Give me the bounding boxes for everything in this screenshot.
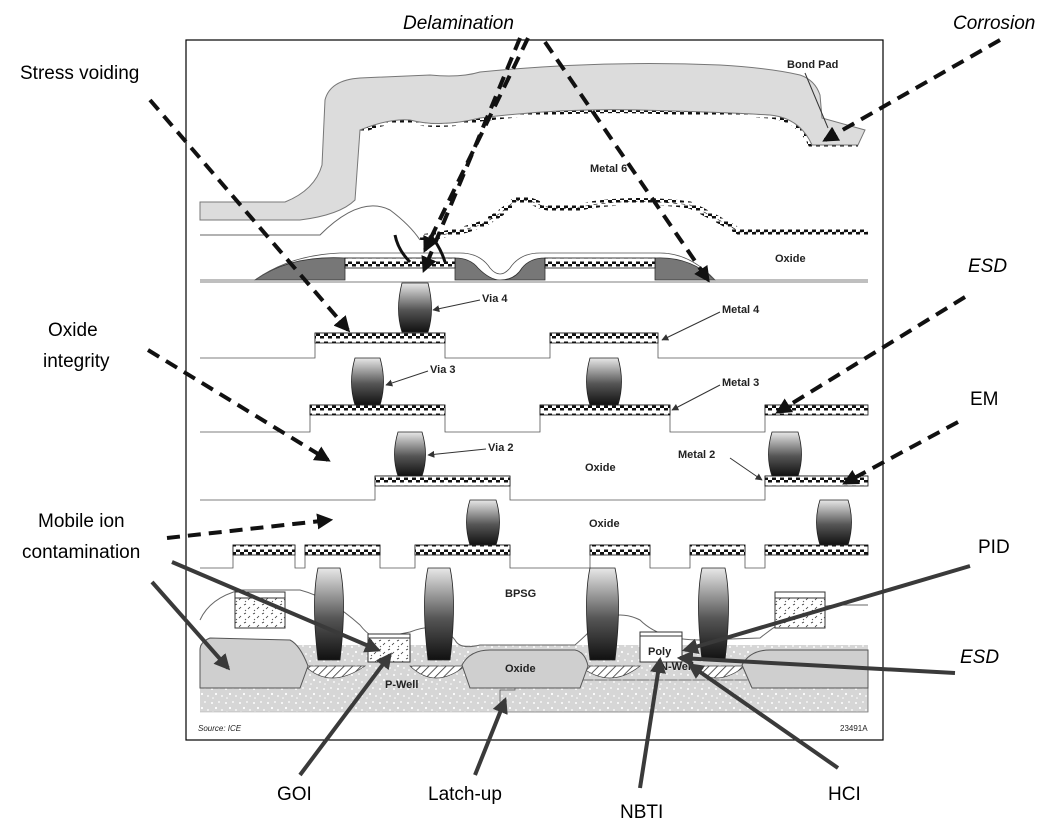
esd-bottom-label: ESD xyxy=(960,647,999,668)
metal3-pointer xyxy=(671,384,721,411)
stress-voiding-arrow xyxy=(148,98,351,333)
pid-arrow xyxy=(681,564,971,655)
oxide-low-label: Oxide xyxy=(589,518,620,530)
corrosion-label: Corrosion xyxy=(953,13,1035,34)
bond-pad-layer xyxy=(199,63,866,221)
hci-label: HCI xyxy=(828,784,861,805)
via2-label: Via 2 xyxy=(488,442,514,454)
corrosion-arrow xyxy=(822,38,1001,142)
oxide-integrity-label-2: integrity xyxy=(43,351,110,372)
bond-pad-label: Bond Pad xyxy=(787,59,838,71)
delamination-label: Delamination xyxy=(403,13,514,34)
esd-top-arrow xyxy=(775,295,967,414)
via2-pointer xyxy=(427,448,487,458)
metal2-label: Metal 2 xyxy=(678,449,715,461)
delamination-arrow-3 xyxy=(543,40,710,283)
contamination-arrow-2 xyxy=(150,580,231,671)
metal4-pointer xyxy=(661,311,721,341)
mobile-ion-label-1: Mobile ion xyxy=(38,511,125,532)
p-well-label: P-Well xyxy=(385,679,418,691)
vias xyxy=(314,282,852,661)
metal4-layer xyxy=(200,332,868,359)
bpsg-label: BPSG xyxy=(505,588,536,600)
oxide-mid-label: Oxide xyxy=(585,462,616,474)
via4-pointer xyxy=(432,299,481,313)
via4-label: Via 4 xyxy=(482,293,508,305)
em-label: EM xyxy=(970,389,999,410)
mobile-ion-arrow xyxy=(166,513,334,540)
bond-pad-pointer xyxy=(804,72,829,129)
hci-arrow xyxy=(687,663,840,770)
oxide-integrity-arrow xyxy=(146,348,331,462)
dashed-arrows xyxy=(146,37,1001,540)
oxide-fox-label: Oxide xyxy=(505,663,536,675)
metal5-layer xyxy=(200,252,868,283)
pid-label: PID xyxy=(978,537,1010,558)
oxide-top-label: Oxide xyxy=(775,253,806,265)
latch-up-label: Latch-up xyxy=(428,784,502,805)
nbti-label: NBTI xyxy=(620,802,663,823)
source-label: Source: ICE xyxy=(198,724,242,733)
oxide-integrity-label-1: Oxide xyxy=(48,320,98,341)
latch-up-arrow xyxy=(473,697,508,776)
goi-arrow xyxy=(298,652,392,777)
metal6-label: Metal 6 xyxy=(590,163,627,175)
via3-label: Via 3 xyxy=(430,364,456,376)
em-arrow xyxy=(842,420,959,485)
figure-id-label: 23491A xyxy=(840,724,868,733)
poly-label: Poly xyxy=(648,646,672,658)
solid-arrows xyxy=(150,560,971,789)
metal4-label: Metal 4 xyxy=(722,304,760,316)
esd-top-label: ESD xyxy=(968,256,1007,277)
delamination-arrow-2 xyxy=(423,37,530,253)
n-well-label: N-Well xyxy=(660,661,694,673)
esd-bottom-arrow xyxy=(676,650,956,675)
contamination-arrow xyxy=(171,560,381,653)
nbti-arrow xyxy=(638,656,666,789)
metal3-label: Metal 3 xyxy=(722,377,759,389)
goi-label: GOI xyxy=(277,784,312,805)
metal2-layer xyxy=(200,475,869,501)
mobile-ion-label-2: contamination xyxy=(22,542,140,563)
via3-pointer xyxy=(385,370,429,387)
metal1-layer xyxy=(200,544,869,569)
figure-frame xyxy=(185,39,884,741)
metal2-pointer xyxy=(729,457,763,481)
stress-voiding-label: Stress voiding xyxy=(20,63,139,84)
